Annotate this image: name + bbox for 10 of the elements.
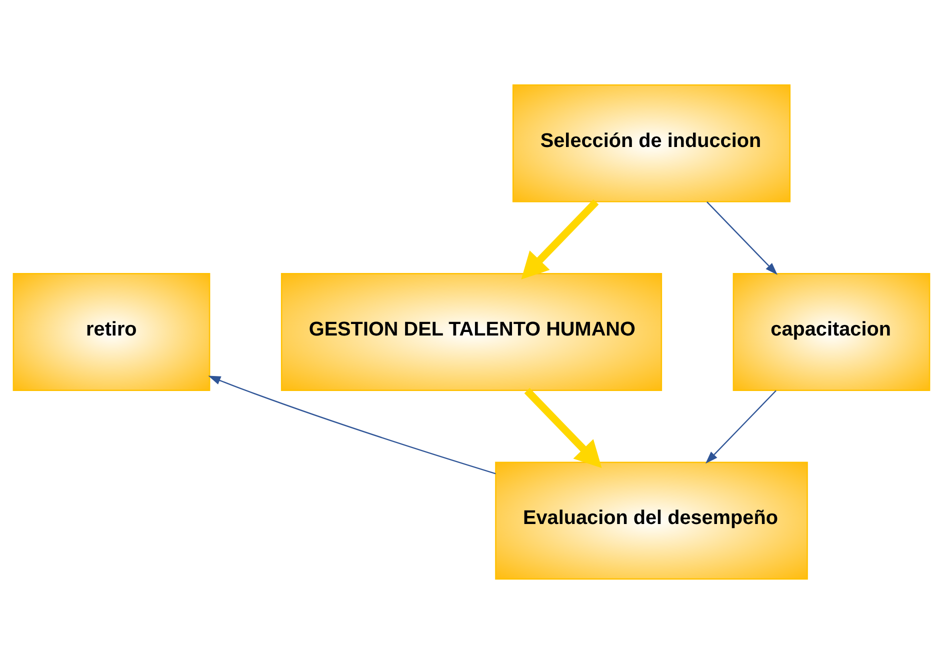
arrow bbox=[706, 202, 778, 275]
node-box: Selección de induccion bbox=[512, 84, 791, 202]
arrow bbox=[521, 199, 599, 280]
node-box: GESTION DEL TALENTO HUMANO bbox=[280, 273, 662, 391]
arrow bbox=[524, 388, 602, 468]
node-box: Evaluacion del desempeño bbox=[495, 462, 808, 580]
arrow bbox=[705, 390, 776, 464]
node-box: capacitacion bbox=[732, 273, 930, 391]
arrow bbox=[208, 376, 496, 474]
node-box: retiro bbox=[12, 273, 210, 391]
